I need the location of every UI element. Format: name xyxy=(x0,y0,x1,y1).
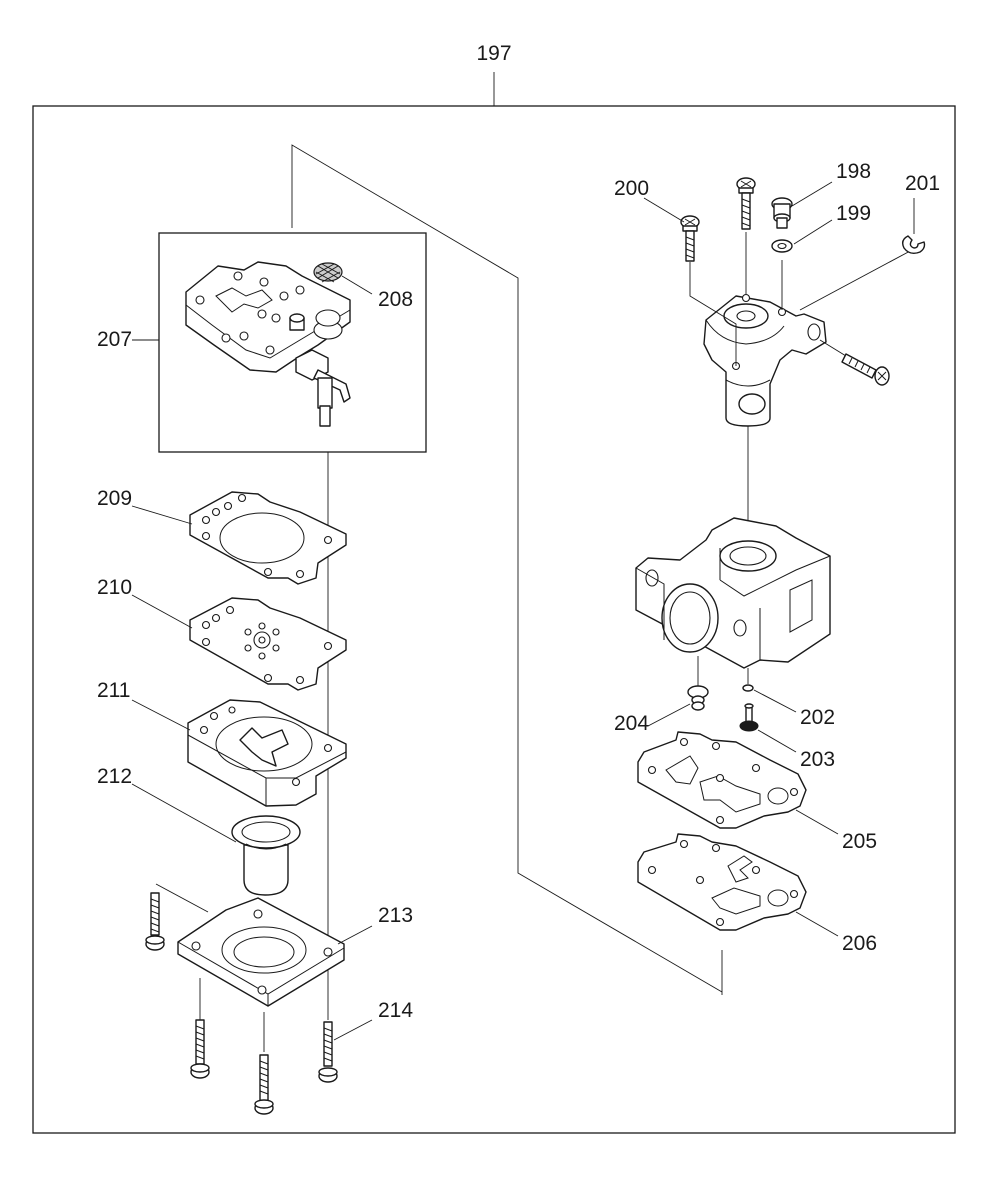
callout-208: 208 xyxy=(378,288,413,311)
part-199-washer xyxy=(771,239,793,253)
callout-202: 202 xyxy=(800,706,835,729)
callout-201: 201 xyxy=(905,172,940,195)
callout-211: 211 xyxy=(97,679,130,702)
part-213-bulb-cover xyxy=(177,897,345,1007)
part-210-diaphragm xyxy=(189,597,347,691)
part-212-primer-bulb xyxy=(231,815,301,896)
callout-198: 198 xyxy=(836,160,871,183)
subassembly-bracket xyxy=(291,144,723,995)
callout-210: 210 xyxy=(97,576,132,599)
throttle-housing xyxy=(703,293,827,427)
part-198-adjust-screw xyxy=(771,197,793,229)
callout-213: 213 xyxy=(378,904,413,927)
callout-200: 200 xyxy=(614,177,649,200)
carburetor-body xyxy=(635,517,831,669)
part-200-screw xyxy=(680,215,700,262)
callout-199: 199 xyxy=(836,202,871,225)
screw-top-center xyxy=(736,177,756,230)
part-208-filter-screen xyxy=(313,262,343,283)
callout-205: 205 xyxy=(842,830,877,853)
part-201-e-clip xyxy=(901,235,926,255)
callout-204: 204 xyxy=(614,712,649,735)
callout-209: 209 xyxy=(97,487,132,510)
part-207-pump-cover xyxy=(185,261,351,427)
part-205-gasket xyxy=(637,731,807,829)
side-screw xyxy=(819,339,890,386)
part-211-pump-body xyxy=(187,699,347,807)
callout-214: 214 xyxy=(378,999,413,1022)
callout-197: 197 xyxy=(476,42,511,65)
part-202-o-ring xyxy=(742,668,754,692)
callout-212: 212 xyxy=(97,765,132,788)
part-204-check-valve xyxy=(687,656,709,711)
callout-207: 207 xyxy=(97,328,132,351)
detail-box-207 xyxy=(158,232,427,453)
callout-203: 203 xyxy=(800,748,835,771)
part-214-screws xyxy=(145,883,338,1115)
part-209-gasket xyxy=(189,491,347,585)
part-203-needle-valve xyxy=(739,703,759,732)
callout-206: 206 xyxy=(842,932,877,955)
part-206-diaphragm xyxy=(637,833,807,931)
